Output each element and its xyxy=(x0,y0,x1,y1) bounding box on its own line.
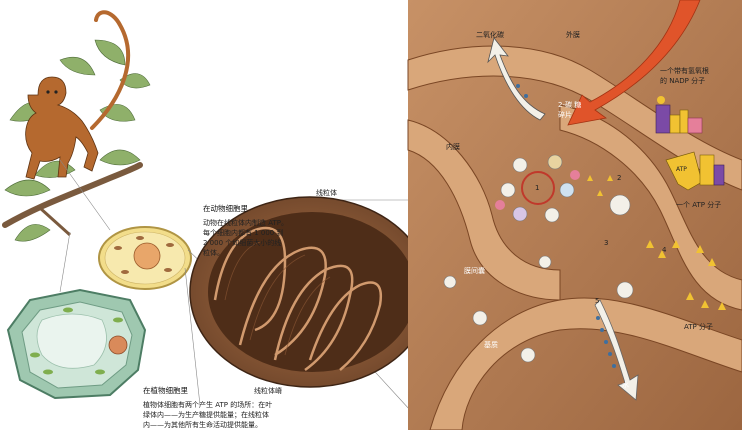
plant-cell-line: 植物体细胞有两个产生 ATP 的场所：在叶 xyxy=(143,401,273,409)
animal-cell-line: 动物在线粒体内制造 ATP。 xyxy=(203,219,288,227)
leaves xyxy=(4,39,151,242)
atp-particles xyxy=(587,175,726,310)
nadp-label: 一个带有氢氧根 的 NADP 分子 xyxy=(660,66,709,86)
mitochondrion-title: 线粒体 xyxy=(316,189,337,197)
branch xyxy=(2,162,143,228)
co2-label: 二氧化碳 xyxy=(476,31,504,39)
animal-cell-heading: 在动物细胞里 xyxy=(203,204,248,213)
matrix-label: 基质 xyxy=(484,341,498,349)
water-label: 水 xyxy=(622,381,629,389)
nadp-molecule xyxy=(655,96,703,134)
step-3: 3 xyxy=(604,239,609,247)
cristae xyxy=(213,226,383,372)
animal-cell-line: 2 000 个如细菌大小的线 xyxy=(203,239,282,248)
water-arrow xyxy=(594,299,639,401)
plant-cell-description: 植物体细胞有两个产生 ATP 的场所：在叶 绿体内——为生产糖提供能量；在线粒体… xyxy=(143,400,303,430)
monkey-tail xyxy=(90,10,130,130)
co2-arrow xyxy=(487,37,546,121)
plant-cell-line: 内——为其他所有生命活动提供能量。 xyxy=(143,421,262,430)
outer-membrane-label: 外膜 xyxy=(566,31,580,39)
enzyme-cluster xyxy=(443,154,634,363)
membrane-folds xyxy=(407,45,742,431)
atp-molecule xyxy=(665,151,725,191)
step-4: 4 xyxy=(662,246,667,254)
carbon-fragment-line: 2-碳 糖 xyxy=(558,101,582,109)
step-1: 1 xyxy=(535,184,540,192)
cristae-label: 线粒体嵴 xyxy=(254,387,282,395)
one-atp-label: 一个 ATP 分子 xyxy=(676,201,722,209)
monkey-scene xyxy=(2,10,151,242)
intermembrane-label: 膜间囊 xyxy=(464,267,485,275)
monkey xyxy=(25,76,99,180)
atp-molecules-label: ATP 分子 xyxy=(684,323,713,331)
inner-membrane-label: 内膜 xyxy=(446,143,460,151)
plant-cell-heading: 在植物细胞里 xyxy=(143,386,188,395)
carbon-fragment-label: 2-碳 糖 碎片 xyxy=(558,100,581,120)
fragment-arrow xyxy=(567,0,701,126)
nadp-line: 的 NADP 分子 xyxy=(660,77,706,86)
plant-cell-line: 绿体内——为生产糖提供能量；在线粒体 xyxy=(143,411,269,420)
atp-block-label: ATP xyxy=(676,166,687,173)
animal-cell-line: 粒体。 xyxy=(203,249,224,258)
animal-cell-description: 动物在线粒体内制造 ATP。 每个细胞内都有 1 000 到 2 000 个如细… xyxy=(203,218,295,259)
carbon-fragment-line: 碎片 xyxy=(558,111,572,120)
plant-cell xyxy=(6,288,147,400)
animal-cell-line: 每个细胞内都有 1 000 到 xyxy=(203,229,284,238)
step-2: 2 xyxy=(617,174,622,182)
nadp-line: 一个带有氢氧根 xyxy=(660,67,709,75)
animal-cell xyxy=(98,226,192,290)
detail-panel xyxy=(407,0,742,431)
step-5: 5 xyxy=(595,297,600,305)
